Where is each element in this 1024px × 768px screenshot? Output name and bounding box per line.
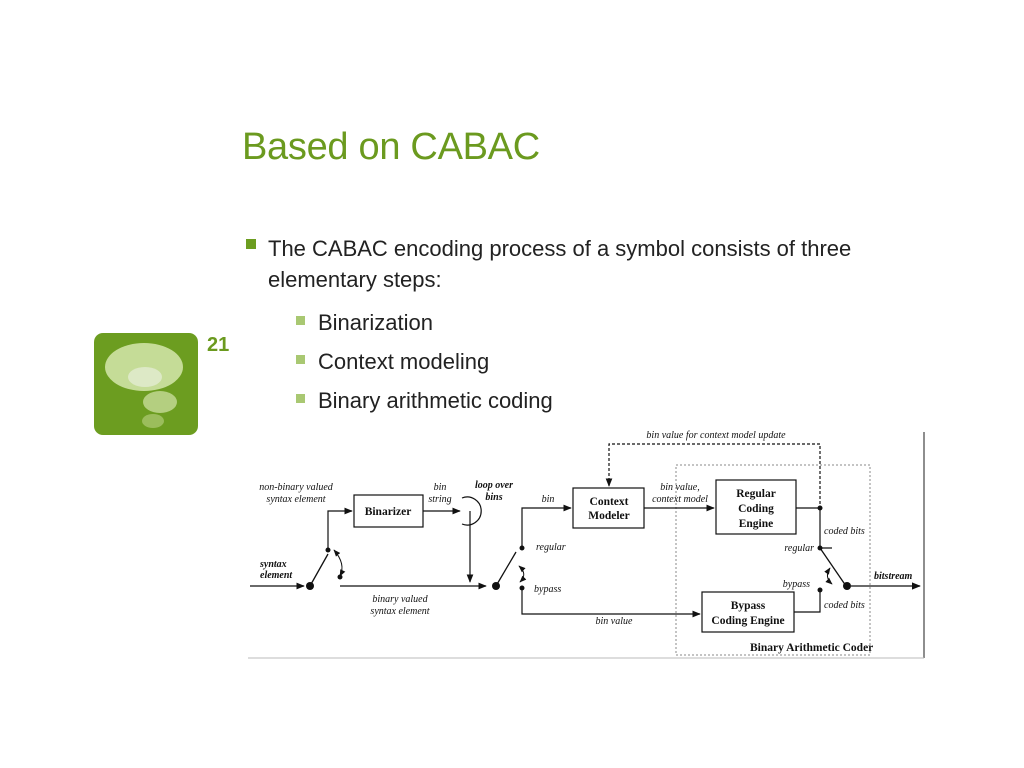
regular-engine-label-3: Engine — [739, 518, 774, 530]
label-non-binary-2: syntax element — [266, 494, 325, 505]
output-switch-lever — [819, 547, 847, 587]
label-bitstream: bitstream — [874, 571, 913, 582]
bypass-engine-label-1: Bypass — [731, 600, 766, 612]
label-loop-1: loop over — [475, 480, 513, 491]
context-modeler-block — [572, 487, 645, 529]
label-syntax-element-1: syntax — [259, 559, 287, 570]
bac-label: Binary Arithmetic Coder — [750, 642, 873, 654]
sub-bullet-context-modeling: Context modeling — [268, 342, 904, 381]
input-switch-arc — [333, 549, 346, 577]
switch-bottom-contact — [337, 574, 343, 580]
output-bypass-contact — [817, 587, 823, 593]
sub-bullet-arithmetic-coding: Binary arithmetic coding — [268, 381, 904, 420]
input-switch-lever — [309, 553, 329, 587]
bullet-main: The CABAC encoding process of a symbol c… — [244, 233, 904, 420]
slide-title: Based on CABAC — [242, 126, 540, 168]
label-bypass-right: bypass — [783, 579, 810, 590]
second-switch-lever — [495, 551, 517, 587]
label-regular-right: regular — [784, 543, 814, 554]
binarizer-block — [353, 494, 424, 528]
decorative-logo — [94, 333, 198, 435]
label-binary-valued-2: syntax element — [370, 606, 429, 617]
label-bin-value-bottom: bin value — [596, 616, 633, 627]
label-non-binary-1: non-binary valued — [259, 482, 334, 493]
second-switch-arc — [518, 565, 527, 583]
bin-to-context-line — [521, 504, 572, 548]
label-coded-bits-top: coded bits — [824, 526, 865, 537]
bullet-list: The CABAC encoding process of a symbol c… — [244, 233, 904, 420]
label-binary-valued-1: binary valued — [372, 594, 428, 605]
speech-bubbles-icon — [105, 343, 183, 428]
coded-bits-bottom-line — [794, 590, 821, 613]
context-modeler-label-1: Context — [590, 496, 629, 508]
label-bin: bin — [542, 494, 555, 505]
label-syntax-element-2: element — [260, 570, 293, 581]
context-modeler-label-2: Modeler — [588, 510, 630, 522]
binarizer-label: Binarizer — [365, 506, 412, 518]
cabac-block-diagram: Binary Arithmetic Coder Binarizer Contex… — [248, 430, 925, 659]
sub-bullet-binarization: Binarization — [268, 303, 904, 342]
label-regular-left: regular — [536, 542, 566, 553]
output-switch-node — [843, 582, 851, 590]
label-coded-bits-bottom: coded bits — [824, 600, 865, 611]
bin-value-bypass-line — [521, 588, 701, 618]
label-bin-value-context-1: bin value, — [660, 482, 699, 493]
label-bin-value-context-2: context model — [652, 494, 708, 505]
label-bin-2: string — [428, 494, 451, 505]
output-switch-arc — [824, 567, 833, 585]
loop-over-bins-arc — [461, 496, 482, 526]
label-context-update: bin value for context model update — [646, 430, 786, 441]
slide-number: 21 — [207, 334, 230, 356]
label-bin-1: bin — [434, 482, 447, 493]
context-update-feedback — [605, 443, 821, 509]
regular-engine-label-2: Coding — [738, 503, 774, 515]
regular-engine-label-1: Regular — [736, 488, 776, 500]
to-binarizer-line — [327, 507, 353, 550]
regular-engine-block — [715, 479, 797, 535]
sub-bullet-list: Binarization Context modeling Binary ari… — [268, 303, 904, 420]
bac-region — [675, 464, 871, 656]
bypass-engine-block — [701, 591, 795, 633]
bypass-engine-label-2: Coding Engine — [711, 615, 784, 627]
label-bypass-left: bypass — [534, 584, 561, 595]
label-loop-2: bins — [485, 492, 502, 503]
bullet-main-text: The CABAC encoding process of a symbol c… — [268, 236, 852, 292]
